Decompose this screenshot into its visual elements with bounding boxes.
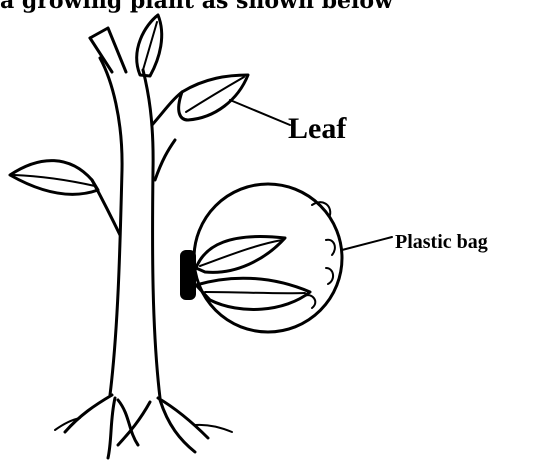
stem-branch-right (155, 140, 175, 180)
label-plastic-bag: Plastic bag (395, 231, 488, 253)
roots (55, 395, 232, 458)
leaf-in-bag-upper (196, 237, 285, 273)
leaf-left (10, 161, 120, 235)
stem (90, 28, 160, 398)
label-leaf: Leaf (288, 112, 347, 145)
leaf-top-right (152, 75, 248, 125)
leaf-in-bag-lower (196, 278, 310, 309)
bag-tie (180, 250, 196, 300)
top-bud (137, 15, 162, 76)
